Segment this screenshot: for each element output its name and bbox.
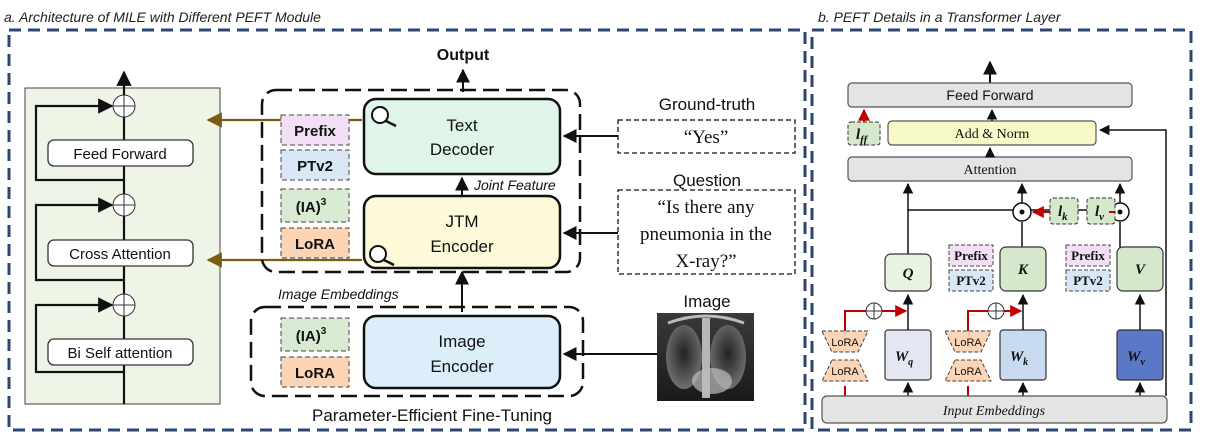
- l-ff-label: lff: [856, 127, 869, 146]
- ptv2-chip: [280, 149, 350, 181]
- attention-label: Attention: [964, 163, 1017, 178]
- ptv2-chip: [948, 269, 994, 292]
- question-line1: “Is there any: [657, 197, 755, 218]
- cross-attention-label: Cross Attention: [69, 246, 171, 263]
- residual-connections: [34, 98, 124, 374]
- magnifier-icon: [369, 245, 395, 267]
- chest-xray-image: [657, 313, 754, 401]
- prefix-chip: [1065, 244, 1111, 267]
- plus-node: [865, 302, 883, 320]
- ptv2-chip-label: PTv2: [297, 158, 333, 175]
- feed-forward-label: Feed Forward: [73, 146, 166, 163]
- jtm-encoder-line1: JTM: [445, 212, 478, 231]
- lora-label: LoRA: [954, 366, 982, 378]
- jtm-encoder-line2: Encoder: [430, 237, 494, 256]
- plus-node: [112, 193, 136, 217]
- ia3-chip-label: (IA)3: [296, 326, 327, 345]
- bi-self-attention-block: [47, 338, 194, 366]
- image-embeddings-label: Image Embeddings: [278, 286, 399, 302]
- image-encoder-line2: Encoder: [430, 357, 494, 376]
- image-label: Image: [683, 292, 730, 311]
- ptv2-chip: [1065, 269, 1111, 292]
- question-box: [617, 189, 796, 275]
- ia3-chip-label: (IA)3: [296, 197, 327, 216]
- prefix-chip: [948, 244, 994, 267]
- image-modules-group: [249, 305, 585, 398]
- lora-k-output-line: [967, 310, 988, 331]
- ground-truth-box: [617, 119, 796, 154]
- image-encoder-line1: Image: [438, 332, 485, 351]
- text-decoder-line1: Text: [446, 116, 477, 135]
- question-line2: pneumonia in the: [640, 224, 772, 245]
- panel-a-frame: [7, 28, 807, 432]
- k-label: K: [1017, 262, 1029, 278]
- ia3-chip: [280, 188, 350, 223]
- lora-label: LoRA: [954, 337, 982, 349]
- prefix-chip-label: Prefix: [1071, 248, 1105, 263]
- lora-chip: [280, 356, 350, 388]
- panel-a-title: a. Architecture of MILE with Different P…: [4, 9, 321, 25]
- wv-label: Wv: [1127, 349, 1145, 368]
- lora-chip: [280, 227, 350, 259]
- joint-feature-label: Joint Feature: [473, 177, 556, 193]
- lora-chip-label: LoRA: [295, 236, 335, 253]
- lora-label: LoRA: [831, 337, 859, 349]
- l-v-label: lv: [1095, 204, 1104, 223]
- prefix-chip-label: Prefix: [294, 123, 336, 140]
- feed-forward-box: [847, 82, 1133, 108]
- q-label: Q: [903, 266, 914, 282]
- ground-truth-label: Ground-truth: [659, 95, 755, 114]
- lora-adapter-q: [821, 330, 869, 382]
- panel-b-title: b. PEFT Details in a Transformer Layer: [818, 9, 1062, 25]
- ground-truth-text: “Yes”: [684, 127, 729, 148]
- q-box: [884, 253, 932, 292]
- question-line3: X-ray?”: [675, 251, 736, 272]
- bi-self-attention-label: Bi Self attention: [67, 345, 172, 362]
- lora-label: LoRA: [831, 366, 859, 378]
- peft-caption: Parameter-Efficient Fine-Tuning: [312, 406, 552, 425]
- v-box: [1116, 246, 1164, 292]
- prefix-chip: [280, 114, 350, 146]
- plus-node: [987, 302, 1005, 320]
- text-decoder-line2: Decoder: [430, 140, 495, 159]
- feed-forward-block: [47, 139, 194, 167]
- text-decoder-block: [362, 97, 562, 176]
- residual-arrow: [1098, 124, 1167, 396]
- jtm-encoder-block: [362, 194, 562, 270]
- v-label: V: [1135, 262, 1147, 278]
- question-label: Question: [673, 171, 741, 190]
- image-encoder-block: [362, 314, 562, 390]
- output-label: Output: [437, 47, 490, 64]
- lora-q-output-line: [844, 310, 866, 331]
- plus-node: [112, 94, 136, 118]
- prefix-chip-label: Prefix: [954, 248, 988, 263]
- feed-forward-label: Feed Forward: [946, 87, 1033, 103]
- panel-b-frame: [810, 28, 1193, 432]
- k-box: [999, 246, 1047, 292]
- odot-k: [1012, 202, 1032, 222]
- add-norm-label: Add & Norm: [955, 127, 1030, 142]
- magnifier-icon: [371, 106, 397, 128]
- ptv2-chip-label: PTv2: [956, 273, 986, 288]
- lora-adapter-k: [944, 330, 992, 382]
- wk-label: Wk: [1010, 349, 1028, 368]
- ia3-chip: [280, 317, 350, 352]
- lora-chip-label: LoRA: [295, 365, 335, 382]
- input-embeddings-label: Input Embeddings: [942, 404, 1046, 419]
- l-k-label: lk: [1058, 204, 1068, 223]
- input-embeddings-box: [821, 395, 1168, 424]
- ptv2-chip-label: PTv2: [1073, 273, 1103, 288]
- cross-attention-block: [47, 239, 194, 267]
- plus-node: [112, 293, 136, 317]
- text-modules-group: [260, 88, 582, 274]
- wq-label: Wq: [895, 349, 913, 368]
